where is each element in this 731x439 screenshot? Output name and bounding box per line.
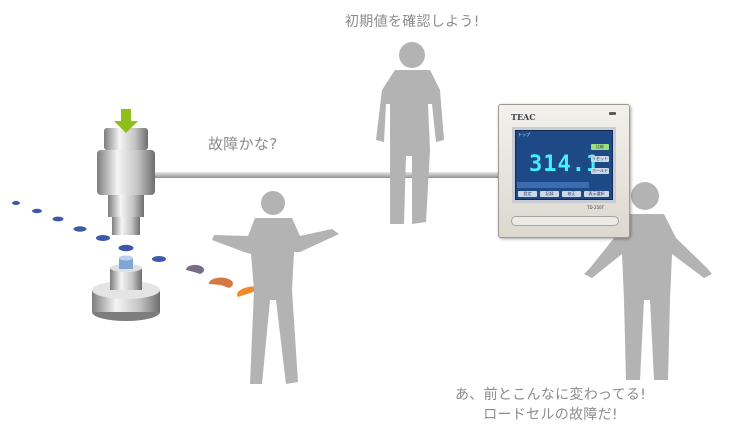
person-figure-right bbox=[584, 182, 712, 380]
indicator-screen: トップ 314.1 比較 リセット ホールド 設定 記録 校正 表示選択 bbox=[512, 127, 616, 203]
screen-footer-button-1[interactable]: 設定 bbox=[518, 191, 537, 197]
screen-button-compare[interactable]: 比較 bbox=[591, 144, 609, 150]
load-cell-base bbox=[92, 255, 160, 321]
caption-bottom-line2: ロードセルの故障だ! bbox=[483, 407, 618, 423]
screen-status-bar bbox=[517, 182, 589, 188]
caption-check-initial-value: 初期値を確認しよう! bbox=[345, 14, 480, 30]
paper-slot bbox=[511, 216, 619, 226]
person-figure-center bbox=[376, 42, 444, 224]
indicator-device: TEAC トップ 314.1 比較 リセット ホールド 設定 記録 校正 表示選… bbox=[498, 104, 630, 238]
screen-footer-button-3[interactable]: 校正 bbox=[562, 191, 581, 197]
brand-logo: TEAC bbox=[511, 112, 536, 122]
falling-pellets bbox=[12, 201, 166, 262]
model-label: TD-250T bbox=[587, 205, 605, 210]
screen-title: トップ bbox=[518, 132, 530, 137]
caption-is-it-broken: 故障かな? bbox=[208, 135, 278, 153]
screen-footer-button-2[interactable]: 記録 bbox=[540, 191, 559, 197]
person-figure-left bbox=[212, 191, 339, 384]
measurement-value: 314.1 bbox=[529, 152, 601, 177]
load-cell-icon bbox=[97, 128, 155, 235]
caption-load-cell-failure: あ、前とこんなに変わってる! ロードセルの故障だ! bbox=[455, 385, 646, 425]
down-arrow-icon bbox=[114, 109, 138, 133]
power-led-icon bbox=[609, 112, 616, 115]
screen-button-hold[interactable]: ホールド bbox=[591, 168, 609, 174]
cable bbox=[150, 172, 502, 178]
screen-footer-button-4[interactable]: 表示選択 bbox=[584, 191, 609, 197]
caption-bottom-line1: あ、前とこんなに変わってる! bbox=[455, 387, 647, 403]
screen-button-reset[interactable]: リセット bbox=[591, 156, 609, 162]
